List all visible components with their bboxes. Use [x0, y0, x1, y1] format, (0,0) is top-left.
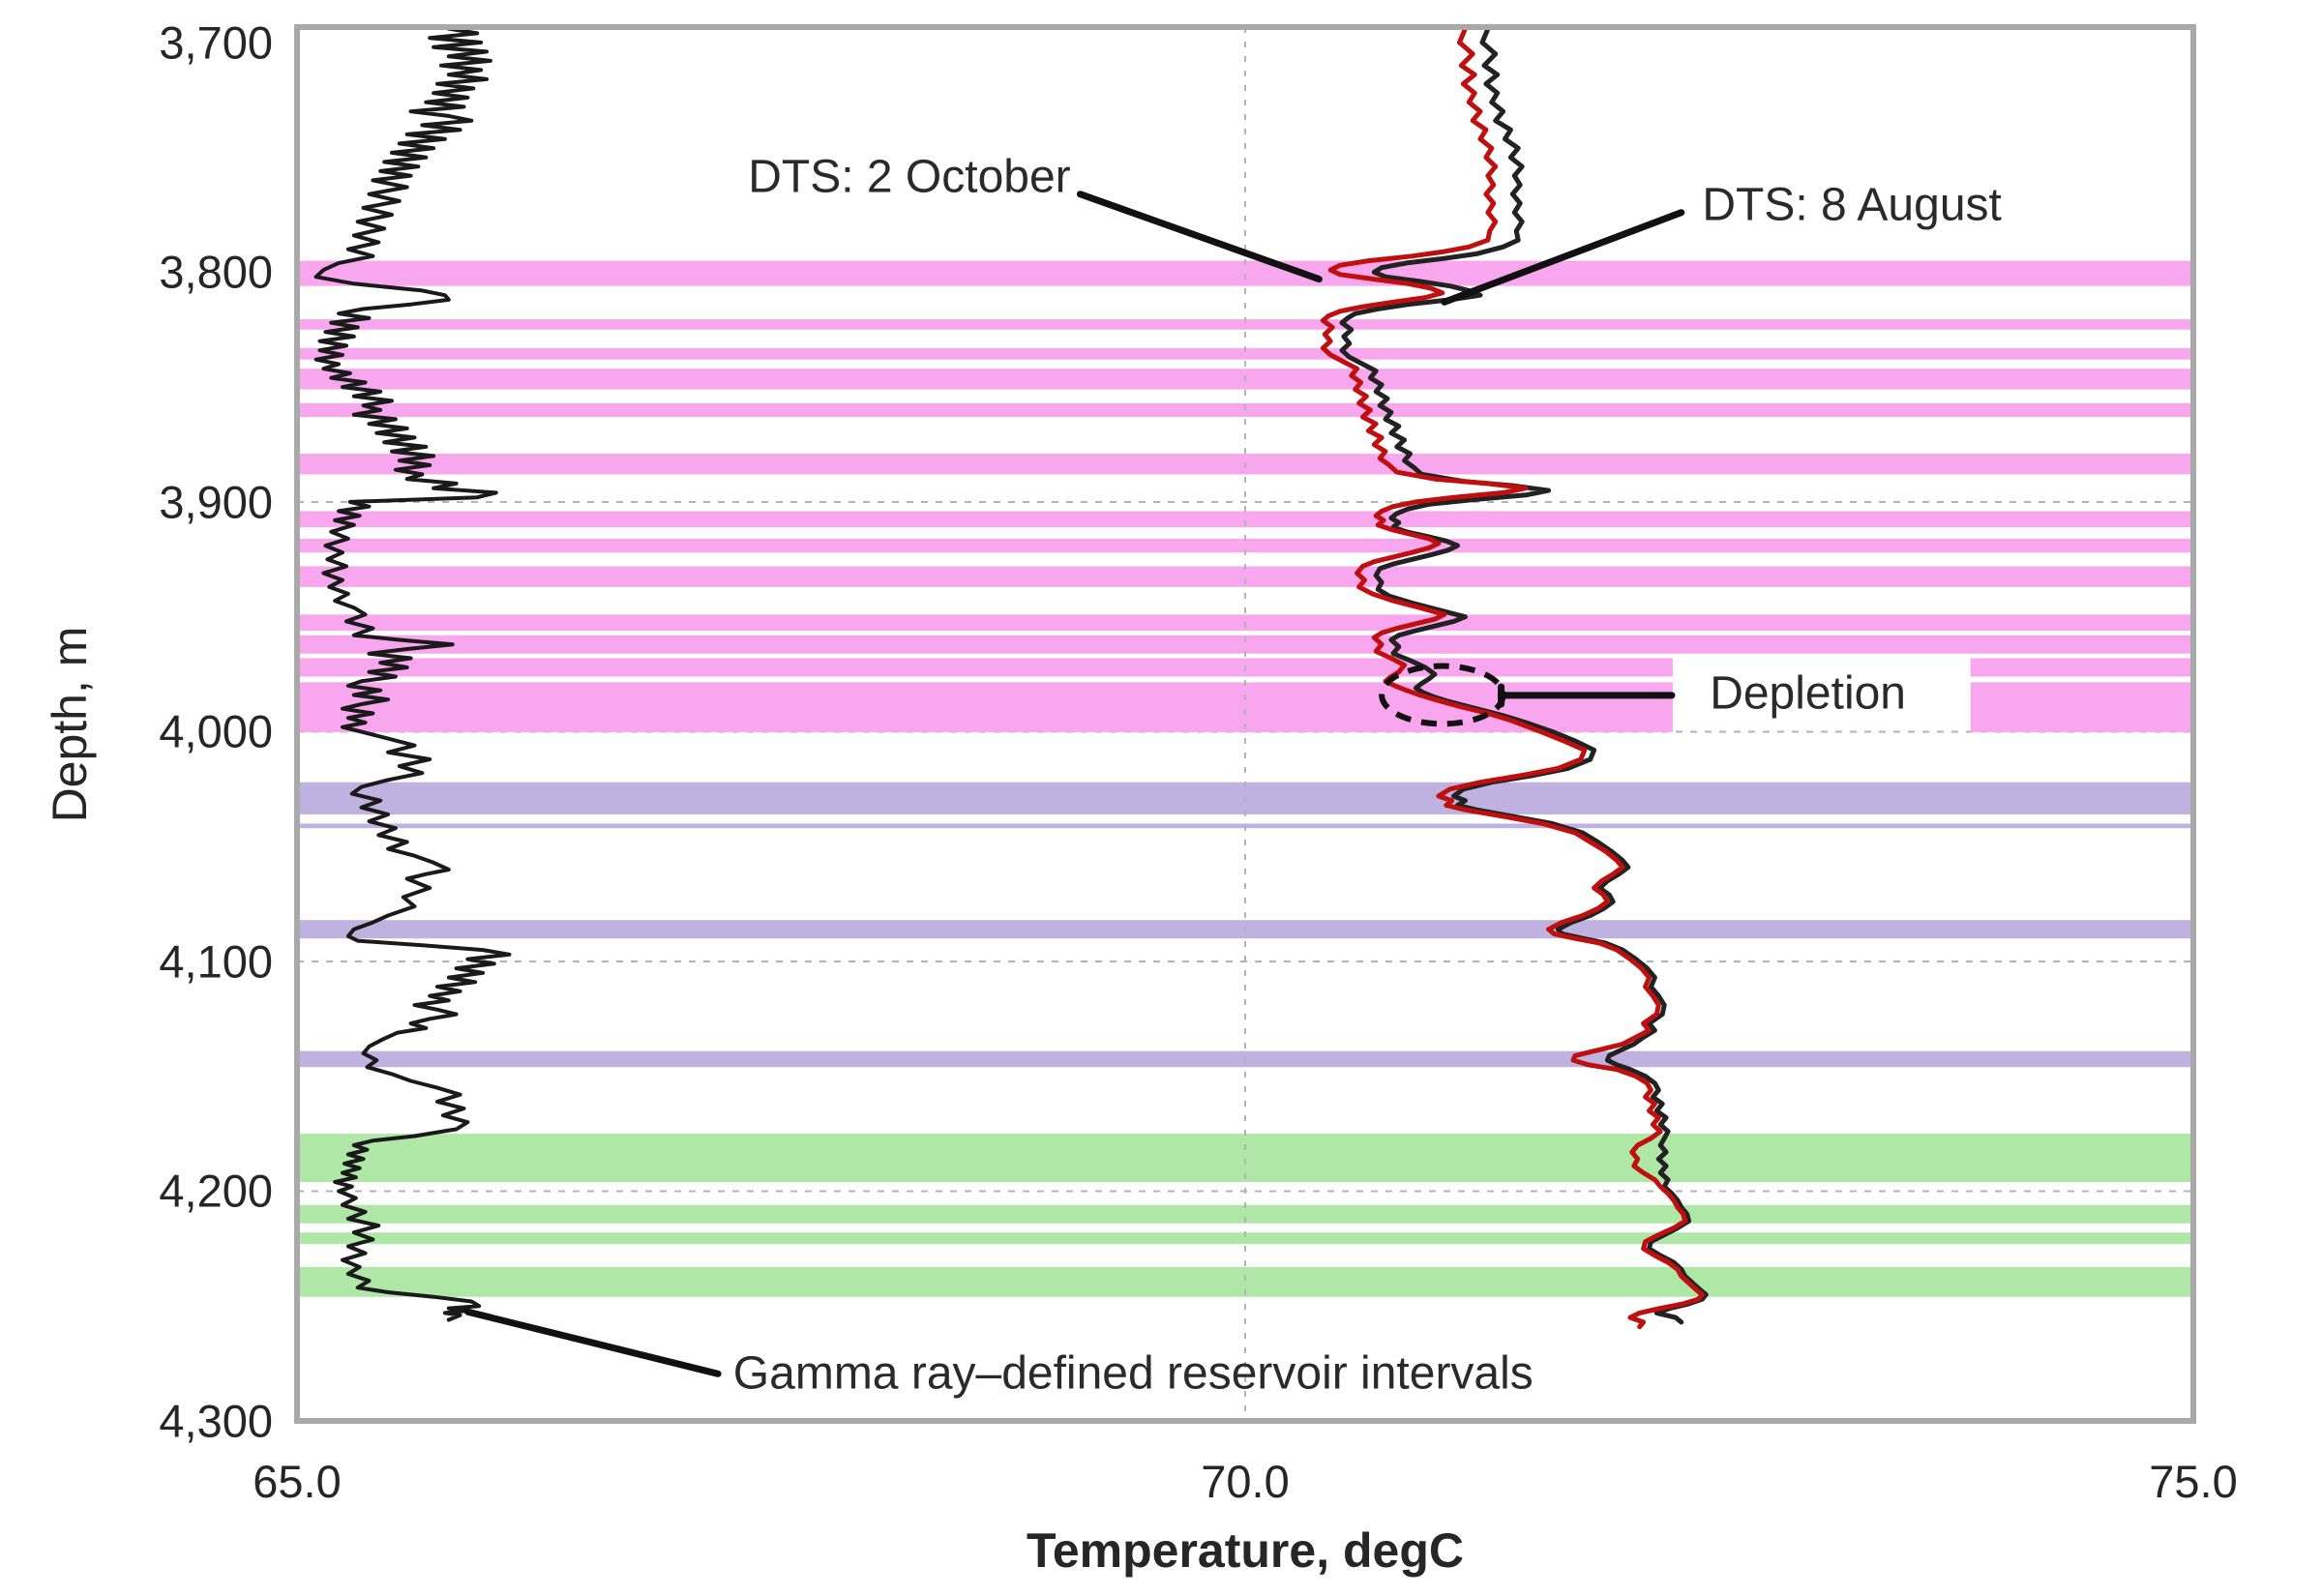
leader-gamma_label: [463, 1308, 722, 1377]
leader-dts_august: [1441, 209, 1685, 306]
pink-band: [1970, 658, 2190, 677]
plot-border: [294, 24, 2196, 1424]
depletion-ellipse: [1379, 663, 1506, 727]
curve-dts-2-october: [1320, 26, 1705, 1330]
curve-gamma-ray-log: [313, 26, 512, 1322]
pink-band: [1970, 682, 2190, 732]
y-axis-title: Depth, m: [43, 626, 97, 822]
y-tick-label: 4,300: [159, 1395, 273, 1447]
green-band: [300, 1232, 2190, 1245]
pink-band: [300, 682, 1673, 732]
x-tick-label: 75.0: [2149, 1456, 2238, 1507]
x-tick-label: 70.0: [1201, 1456, 1290, 1507]
annotation-dts-8-august: DTS: 8 August: [1702, 179, 2002, 231]
pink-band: [300, 635, 2190, 654]
y-tick-label: 4,200: [159, 1165, 273, 1217]
pink-band: [300, 319, 2190, 330]
y-tick-label: 4,000: [159, 705, 273, 757]
y-tick-label: 3,700: [159, 16, 273, 69]
x-axis-title: Temperature, degC: [1027, 1523, 1464, 1578]
pink-band: [300, 538, 2190, 553]
y-tick-label: 3,900: [159, 476, 273, 528]
annotation-dts-2-october: DTS: 2 October: [748, 151, 1071, 203]
green-band: [300, 1204, 2190, 1224]
pink-band: [300, 658, 1673, 677]
x-tick-label: 65.0: [253, 1456, 342, 1507]
pink-band: [300, 566, 2190, 587]
annotation-depletion: Depletion: [1710, 668, 1906, 721]
leader-dts_october: [1077, 191, 1323, 283]
y-tick-label: 3,800: [159, 246, 273, 298]
annotation-gamma-ray-intervals: Gamma ray–defined reservoir intervals: [732, 1348, 1533, 1401]
y-tick-label: 4,100: [159, 935, 273, 988]
pink-band: [300, 511, 2190, 528]
pink-band: [300, 347, 2190, 360]
